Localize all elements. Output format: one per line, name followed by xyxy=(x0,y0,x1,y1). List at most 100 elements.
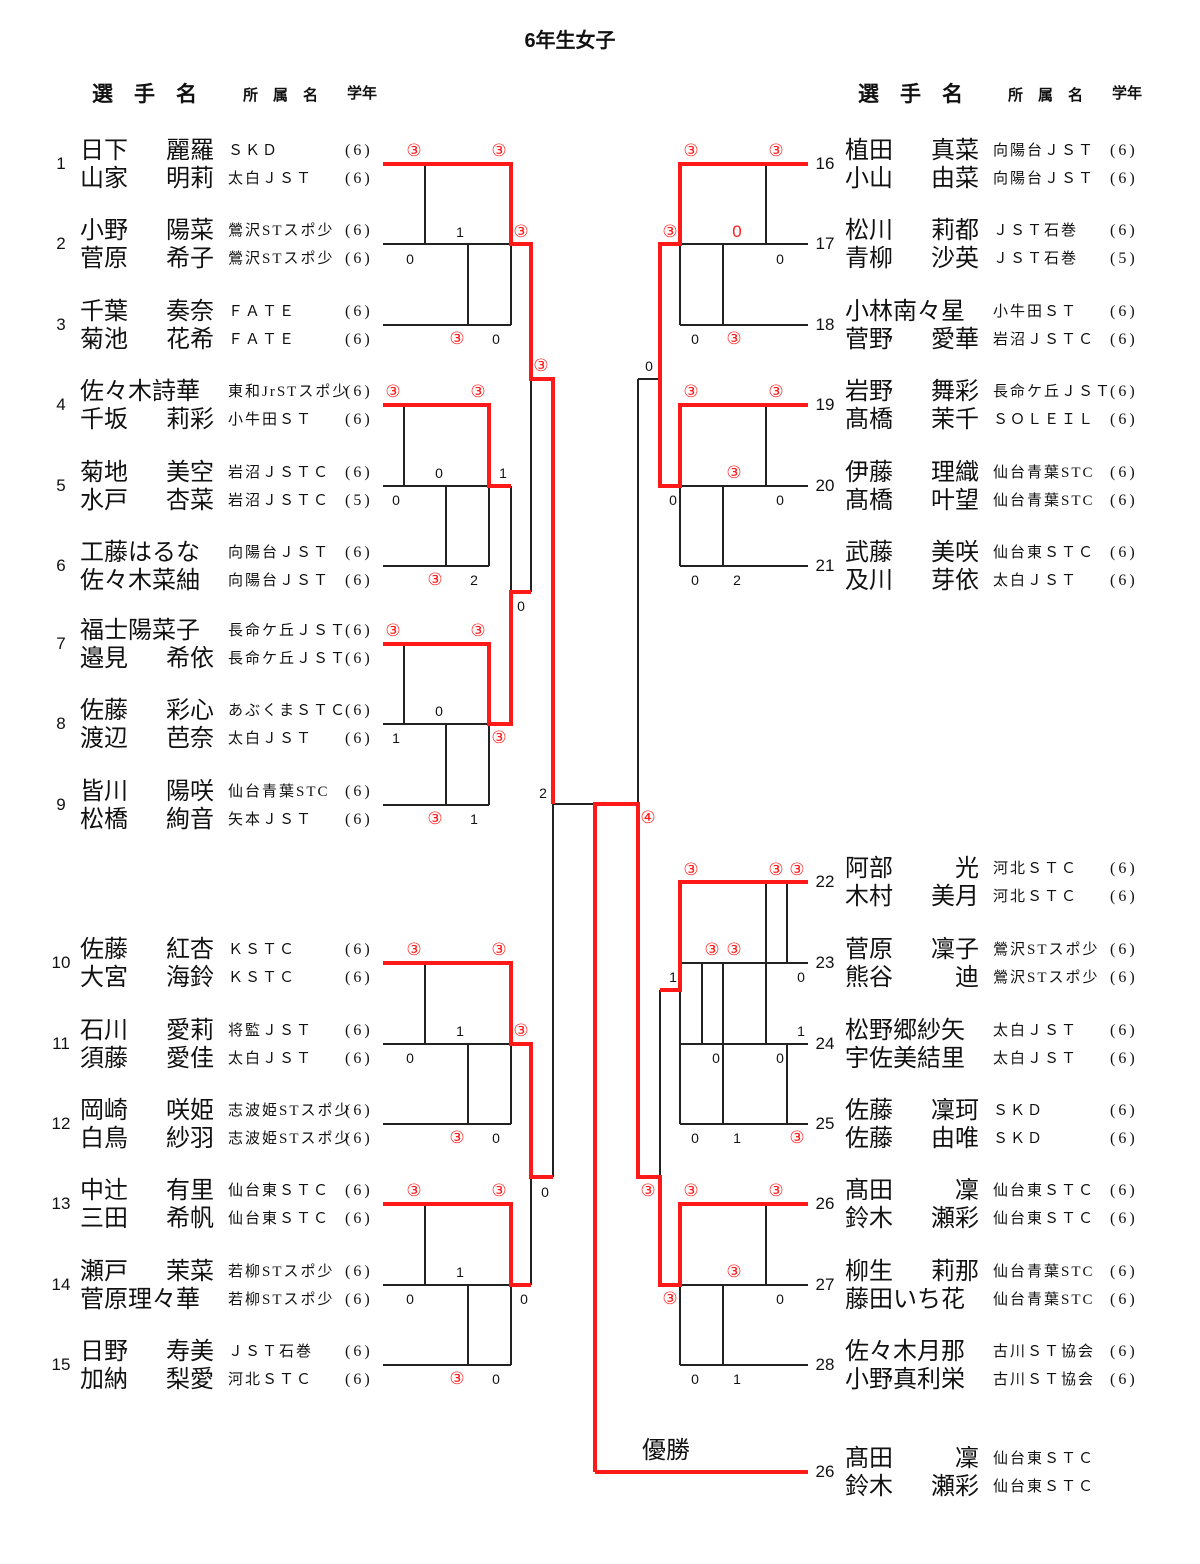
player-name: 加納梨愛 xyxy=(80,1366,214,1394)
winning-score: ③ xyxy=(491,728,507,747)
entry-number: 1 xyxy=(56,154,66,173)
player-given-name: 希子 xyxy=(166,246,214,272)
winning-score: ③ xyxy=(768,382,784,401)
player-grade: (6) xyxy=(345,811,373,828)
player-name: 中辻有里 xyxy=(80,1177,214,1205)
score: 1 xyxy=(669,969,677,985)
player-given-name: 叶望 xyxy=(931,488,979,514)
player-team: 仙台東ＳＴＣ xyxy=(993,1211,1096,1227)
winner-path xyxy=(383,1202,531,1287)
winning-score: 0 xyxy=(732,222,742,241)
score: 0 xyxy=(406,1291,414,1307)
header-grade-left: 学年 xyxy=(347,86,378,102)
player-family-name: 菊地 xyxy=(80,460,128,486)
winner-path xyxy=(660,880,808,992)
player-name: 日野寿美 xyxy=(80,1338,214,1366)
score: 0 xyxy=(691,572,699,588)
player-grade: (6) xyxy=(1110,572,1138,589)
player-given-name: 彩心 xyxy=(166,698,214,724)
player-given-name: 芽依 xyxy=(931,568,979,594)
player-family-name: 藤田いち花 xyxy=(845,1287,965,1313)
player-team: 太白ＪＳＴ xyxy=(228,1051,314,1067)
player-team: ＪＳＴ石巻 xyxy=(993,223,1079,239)
winner-path xyxy=(383,961,553,1179)
player-name: 岡崎咲姫 xyxy=(80,1097,214,1125)
player-family-name: 菅原理々華 xyxy=(80,1287,200,1313)
player-grade: (6) xyxy=(345,1291,373,1308)
header-name-left: 選 手 名 xyxy=(92,82,197,106)
winning-score: ③ xyxy=(768,141,784,160)
player-team: 将監ＪＳＴ xyxy=(228,1023,314,1039)
score: 0 xyxy=(435,465,443,481)
winning-score: ③ xyxy=(385,382,401,401)
player-team: あぶくまＳＴＣ xyxy=(228,703,348,719)
player-grade: (6) xyxy=(1110,941,1138,958)
score: 0 xyxy=(776,492,784,508)
score: 0 xyxy=(712,1050,720,1066)
player-given-name: 咲姫 xyxy=(166,1098,214,1124)
player-name: 佐々木詩華 xyxy=(80,378,214,406)
player-name: 菊池花希 xyxy=(80,326,214,354)
player-given-name: 希依 xyxy=(166,646,214,672)
player-grade: (6) xyxy=(1110,1130,1138,1147)
winning-score: ③ xyxy=(726,1262,742,1281)
player-grade: (6) xyxy=(1110,1371,1138,1388)
entry-number: 20 xyxy=(815,476,835,495)
player-grade: (6) xyxy=(1110,383,1138,400)
score: 0 xyxy=(520,1291,528,1307)
winning-score: ③ xyxy=(789,1128,805,1147)
player-team: 仙台東ＳＴＣ xyxy=(993,1183,1096,1199)
player-family-name: 小山 xyxy=(845,166,893,192)
player-family-name: 佐藤 xyxy=(80,937,128,963)
player-grade: (6) xyxy=(345,1050,373,1067)
player-given-name: 梨愛 xyxy=(166,1367,214,1393)
player-grade: (6) xyxy=(345,142,373,159)
player-grade: (6) xyxy=(1110,888,1138,905)
winning-score: ③ xyxy=(533,356,549,375)
player-team: 仙台青葉STC xyxy=(993,1292,1095,1308)
player-family-name: 菊池 xyxy=(80,327,128,353)
winning-score: ③ xyxy=(427,570,443,589)
page-title: 6年生女子 xyxy=(524,30,616,52)
player-grade: (6) xyxy=(345,572,373,589)
winning-score: ③ xyxy=(726,463,742,482)
player-name: 菅原 希子 xyxy=(80,245,214,273)
player-family-name: 青柳 xyxy=(845,246,893,272)
winning-score: ③ xyxy=(768,860,784,879)
player-name: 阿部光 xyxy=(845,855,979,883)
player-name: 髙田凜 xyxy=(845,1177,979,1205)
player-grade: (5) xyxy=(345,492,373,509)
player-grade: (6) xyxy=(1110,222,1138,239)
entry-number: 28 xyxy=(815,1355,835,1374)
player-family-name: 髙橋 xyxy=(845,488,893,514)
player-team: 岩沼ＪＳＴＣ xyxy=(228,493,331,509)
winning-score: ③ xyxy=(449,1369,465,1388)
player-team: 仙台東ＳＴＣ xyxy=(228,1211,331,1227)
winning-score: ③ xyxy=(768,1181,784,1200)
player-family-name: 白鳥 xyxy=(80,1126,128,1152)
player-name: 木村美月 xyxy=(845,883,979,911)
score: 1 xyxy=(456,1023,464,1039)
entry-number: 6 xyxy=(56,556,66,575)
player-family-name: 日野 xyxy=(80,1339,128,1365)
player-grade: (6) xyxy=(345,331,373,348)
player-grade: (6) xyxy=(345,170,373,187)
player-name: 熊谷迪 xyxy=(845,964,979,992)
player-grade: (6) xyxy=(345,1182,373,1199)
player-team: ＫＳＴＣ xyxy=(228,942,297,958)
player-family-name: 宇佐美結里 xyxy=(845,1046,965,1072)
player-grade: (6) xyxy=(1110,303,1138,320)
player-name: 植田真菜 xyxy=(845,137,979,165)
player-given-name: 凜 xyxy=(955,1178,979,1204)
score: 1 xyxy=(456,224,464,240)
player-grade: (6) xyxy=(1110,1210,1138,1227)
winner-path xyxy=(383,403,511,488)
player-given-name: 陽菜 xyxy=(166,218,214,244)
player-given-name: 光 xyxy=(955,856,979,882)
player-given-name: 茉菜 xyxy=(166,1259,214,1285)
player-family-name: 佐々木月那 xyxy=(845,1339,965,1365)
player-family-name: 菅原 xyxy=(80,246,128,272)
player-given-name: 莉彩 xyxy=(166,407,214,433)
player-team: 鶯沢STスポ少 xyxy=(228,223,335,239)
score: 0 xyxy=(492,1130,500,1146)
